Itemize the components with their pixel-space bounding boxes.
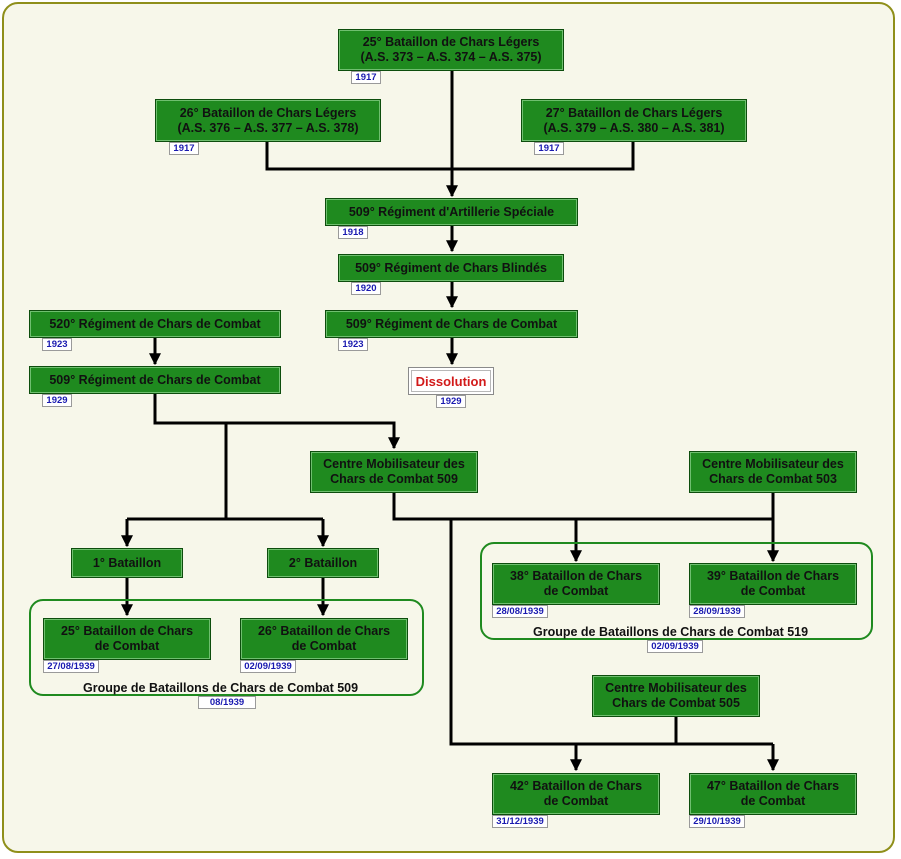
edge-bcl27-ras509 xyxy=(452,142,635,171)
unit-bcl26-line1: 26° Bataillon de Chars Légers xyxy=(179,105,357,120)
unit-bcc39-line2: de Combat xyxy=(740,584,806,598)
unit-bcl27-date: 1917 xyxy=(534,142,564,155)
unit-bcl26-line2: (A.S. 376 – A.S. 377 – A.S. 378) xyxy=(177,120,359,135)
unit-ras509: 509° Régiment d'Artillerie Spéciale xyxy=(325,198,578,226)
edge-rcc509b-cm509 xyxy=(153,394,400,450)
unit-bcc42-date: 31/12/1939 xyxy=(492,815,548,828)
unit-bcl26-date: 1917 xyxy=(169,142,199,155)
unit-bcc42-line1: 42° Bataillon de Chars xyxy=(509,779,643,793)
group-gbcc519-date: 02/09/1939 xyxy=(647,640,703,653)
unit-bcc39-line1: 39° Bataillon de Chars xyxy=(706,569,840,583)
dissolution-label: Dissolution xyxy=(415,373,487,389)
unit-cm505-line1: Centre Mobilisateur des xyxy=(605,681,747,695)
unit-rcc509a: 509° Régiment de Chars de Combat xyxy=(325,310,578,338)
unit-bat1-line1: 1° Bataillon xyxy=(92,555,162,570)
group-gbcc509 xyxy=(29,599,424,696)
unit-bcc47: 47° Bataillon de Chars de Combat xyxy=(689,773,857,815)
unit-bat2-line1: 2° Bataillon xyxy=(288,555,358,570)
unit-bcl27-line2: (A.S. 379 – A.S. 380 – A.S. 381) xyxy=(543,120,725,135)
unit-rcc509b-line1: 509° Régiment de Chars de Combat xyxy=(49,372,261,387)
unit-bcc38-date: 28/08/1939 xyxy=(492,605,548,618)
unit-bcc25-line2: de Combat xyxy=(94,639,160,653)
unit-cm509-line1: Centre Mobilisateur des xyxy=(323,457,465,471)
unit-cm503-line2: Chars de Combat 503 xyxy=(709,472,837,486)
unit-bat2: 2° Bataillon xyxy=(267,548,379,578)
edge-bcl26-ras509 xyxy=(265,142,452,171)
unit-bcc47-date: 29/10/1939 xyxy=(689,815,745,828)
dissolution-box: Dissolution xyxy=(408,367,494,395)
unit-bcl25-line2: (A.S. 373 – A.S. 374 – A.S. 375) xyxy=(360,50,542,64)
group-gbcc519-label: Groupe de Bataillons de Chars de Combat … xyxy=(533,625,809,639)
edge-cm509-bus xyxy=(392,493,773,521)
unit-bcc39-date: 28/09/1939 xyxy=(689,605,745,618)
unit-bcc39: 39° Bataillon de Chars de Combat xyxy=(689,563,857,605)
unit-bcc26-line2: de Combat xyxy=(291,639,357,653)
unit-rcb509: 509° Régiment de Chars Blindés xyxy=(338,254,564,282)
unit-bcc25-date: 27/08/1939 xyxy=(43,660,99,673)
unit-bcl25: 25° Bataillon de Chars Légers (A.S. 373 … xyxy=(338,29,564,71)
group-gbcc519 xyxy=(480,542,873,640)
unit-bcc25-line1: 25° Bataillon de Chars xyxy=(60,624,194,638)
unit-rcc520-line1: 520° Régiment de Chars de Combat xyxy=(49,316,261,331)
unit-ras509-line1: 509° Régiment d'Artillerie Spéciale xyxy=(348,204,555,219)
unit-bcc26: 26° Bataillon de Chars de Combat xyxy=(240,618,408,660)
unit-bcl25-date: 1917 xyxy=(351,71,381,84)
unit-rcc509b-date: 1929 xyxy=(42,394,72,407)
unit-cm503-line1: Centre Mobilisateur des xyxy=(702,457,844,471)
unit-rcb509-date: 1920 xyxy=(351,282,381,295)
unit-bat1: 1° Bataillon xyxy=(71,548,183,578)
unit-rcc509b: 509° Régiment de Chars de Combat xyxy=(29,366,281,394)
unit-bcc38: 38° Bataillon de Chars de Combat xyxy=(492,563,660,605)
unit-bcc42: 42° Bataillon de Chars de Combat xyxy=(492,773,660,815)
unit-rcc509a-date: 1923 xyxy=(338,338,368,351)
unit-bcc38-line1: 38° Bataillon de Chars xyxy=(509,569,643,583)
group-gbcc509-date: 08/1939 xyxy=(198,696,256,709)
unit-bcc26-date: 02/09/1939 xyxy=(240,660,296,673)
unit-cm509-line2: Chars de Combat 509 xyxy=(330,472,458,486)
group-gbcc509-label: Groupe de Bataillons de Chars de Combat … xyxy=(83,681,359,695)
unit-rcc520: 520° Régiment de Chars de Combat xyxy=(29,310,281,338)
dissolution-date: 1929 xyxy=(436,395,466,408)
unit-bcl25-line1: 25° Bataillon de Chars Légers xyxy=(362,35,540,49)
unit-ras509-date: 1918 xyxy=(338,226,368,239)
unit-bcl27: 27° Bataillon de Chars Légers (A.S. 379 … xyxy=(521,99,747,142)
unit-bcc26-line1: 26° Bataillon de Chars xyxy=(257,624,391,638)
unit-cm509: Centre Mobilisateur des Chars de Combat … xyxy=(310,451,478,493)
unit-bcl27-line1: 27° Bataillon de Chars Légers xyxy=(545,105,723,120)
unit-cm505: Centre Mobilisateur des Chars de Combat … xyxy=(592,675,760,717)
unit-rcb509-line1: 509° Régiment de Chars Blindés xyxy=(355,260,547,275)
edge-cm509-south xyxy=(449,519,773,746)
unit-bcc38-line2: de Combat xyxy=(543,584,609,598)
unit-bcc47-line1: 47° Bataillon de Chars xyxy=(706,779,840,793)
unit-bcc42-line2: de Combat xyxy=(543,794,609,808)
unit-cm505-line2: Chars de Combat 505 xyxy=(612,696,740,710)
unit-bcc25: 25° Bataillon de Chars de Combat xyxy=(43,618,211,660)
unit-rcc509a-line1: 509° Régiment de Chars de Combat xyxy=(345,316,558,331)
unit-rcc520-date: 1923 xyxy=(42,338,72,351)
unit-bcl26: 26° Bataillon de Chars Légers (A.S. 376 … xyxy=(155,99,381,142)
unit-cm503: Centre Mobilisateur des Chars de Combat … xyxy=(689,451,857,493)
unit-bcc47-line2: de Combat xyxy=(740,794,806,808)
